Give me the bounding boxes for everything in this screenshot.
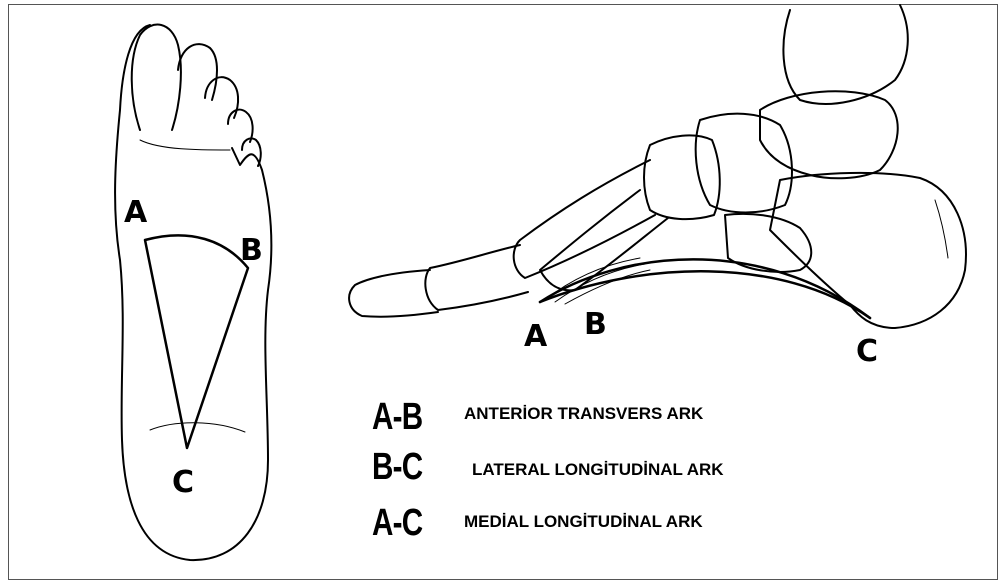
toe-2 <box>178 44 217 100</box>
toe-4 <box>228 110 253 142</box>
legend-text-bc: LATERAL LONGİTUDİNAL ARK <box>472 460 724 480</box>
distal-phalanx <box>349 270 438 317</box>
legend-key-ac: A-C <box>372 502 422 545</box>
big-toe <box>132 25 181 130</box>
plantar-crease <box>140 140 230 150</box>
artist-signature <box>935 200 948 258</box>
cuneiform-bone <box>644 135 720 219</box>
lateral-point-a-label: A <box>524 319 548 354</box>
metatarsal-1 <box>514 160 655 278</box>
legend-key-ab: A-B <box>372 396 422 439</box>
legend-text-ab: ANTERİOR TRANSVERS ARK <box>464 404 703 424</box>
lateral-point-c-label: C <box>856 334 878 369</box>
plantar-point-b-label: B <box>240 233 263 268</box>
heel-crease <box>150 423 245 432</box>
plantar-arch-triangle <box>145 235 248 448</box>
tibia-bone <box>783 5 907 104</box>
legend-text-ac: MEDİAL LONGİTUDİNAL ARK <box>464 512 703 532</box>
lateral-foot-skeleton <box>349 5 966 328</box>
calcaneus-bone <box>770 173 966 328</box>
plantar-point-a-label: A <box>124 195 148 230</box>
plantar-point-c-label: C <box>172 465 194 500</box>
navicular-bone <box>696 114 792 213</box>
proximal-phalanx <box>425 245 528 310</box>
legend-key-bc: B-C <box>372 446 422 489</box>
lateral-point-b-label: B <box>584 307 607 342</box>
